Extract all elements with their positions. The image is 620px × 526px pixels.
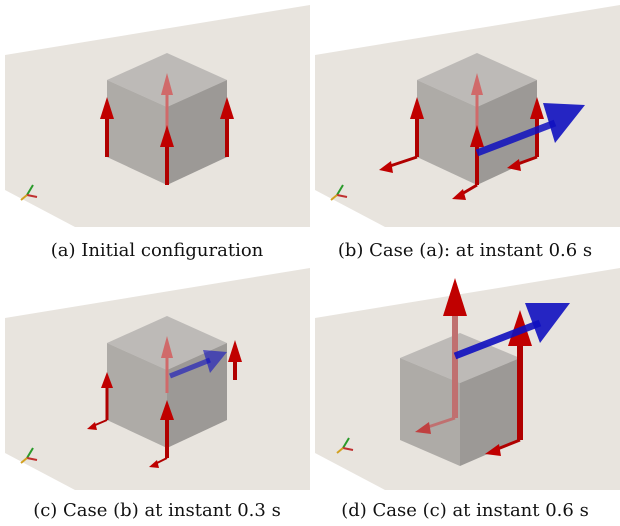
caption-d: (d) Case (c) at instant 0.6 s [341, 500, 589, 521]
panel-b-render [315, 5, 620, 227]
panel-c-render [5, 268, 310, 490]
panel-c-scene [5, 268, 310, 490]
force-arrows [87, 336, 242, 468]
caption-a: (a) Initial configuration [50, 240, 264, 261]
axes-triad-icon [336, 437, 354, 454]
panel-d-render [315, 268, 620, 490]
panel-d-scene [315, 268, 620, 490]
panel-a-scene [5, 5, 310, 227]
caption-c: (c) Case (b) at instant 0.3 s [33, 500, 281, 521]
velocity-arrow [453, 303, 570, 360]
cube [417, 53, 537, 185]
panel-b-scene [315, 5, 620, 227]
axes-triad-icon [330, 184, 348, 201]
force-arrows [379, 73, 544, 200]
cube [107, 53, 227, 185]
caption-b: (b) Case (a): at instant 0.6 s [337, 240, 593, 261]
force-arrows [415, 278, 532, 456]
velocity-arrow [169, 350, 227, 379]
velocity-arrow [475, 103, 585, 157]
axes-triad-icon [20, 447, 38, 464]
panel-a-render [5, 5, 310, 227]
force-arrows [100, 73, 234, 185]
axes-triad-icon [20, 184, 38, 201]
